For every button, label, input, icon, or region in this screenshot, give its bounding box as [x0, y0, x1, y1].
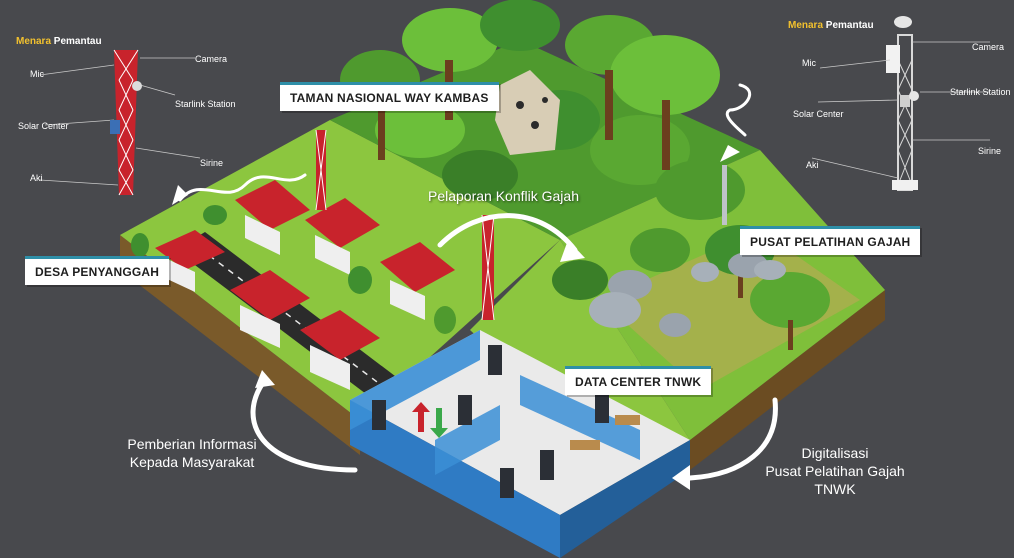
village-road: [175, 232, 420, 412]
right-label-mic: Mic: [802, 58, 816, 68]
right-tower-title: Menara Pemantau: [788, 20, 874, 31]
house: [230, 270, 310, 348]
tag-pusat-pelatihan: PUSAT PELATIHAN GAJAH: [740, 226, 921, 255]
tag-data-center: DATA CENTER TNWK: [565, 366, 712, 395]
forest-trees: [340, 0, 745, 220]
left-caption-line2: Kepada Masyarakat: [129, 454, 255, 470]
right-caption-line3: TNWK: [814, 481, 856, 497]
tag-desa-penyanggah: DESA PENYANGGAH: [25, 256, 170, 285]
arrow-left-up: [250, 377, 358, 473]
signal-squiggle-left: [178, 173, 307, 202]
house: [155, 230, 225, 292]
left-label-starlink: Starlink Station: [175, 99, 236, 109]
signal-squiggle-right: [725, 83, 752, 137]
left-tower-diagram: [39, 49, 201, 196]
right-tower-title-part1: Menara: [788, 20, 824, 31]
right-caption-line1: Digitalisasi: [801, 445, 869, 461]
left-label-aki: Aki: [30, 173, 43, 183]
arrow-conflict: [437, 213, 578, 253]
right-label-sirine: Sirine: [978, 146, 1002, 156]
left-label-mic: Mic: [30, 69, 44, 79]
house: [305, 198, 380, 275]
right-label-camera: Camera: [972, 42, 1005, 52]
left-tower-title: Menara Pemantau: [16, 36, 102, 47]
scene-tower-right: [722, 165, 727, 225]
village-houses: [131, 180, 456, 390]
house: [300, 310, 380, 390]
right-label-starlink: Starlink Station: [950, 87, 1011, 97]
flow-arrows: [178, 83, 778, 481]
elephants: [589, 252, 786, 337]
data-center-building: [350, 330, 690, 558]
left-label-camera: Camera: [195, 54, 228, 64]
scene-tower-center: [481, 214, 495, 321]
arrow-heads: [172, 145, 740, 490]
left-caption: Pemberian Informasi Kepada Masyarakat: [112, 435, 272, 471]
house: [380, 242, 455, 320]
left-label-solar: Solar Center: [18, 121, 69, 131]
right-caption: Digitalisasi Pusat Pelatihan Gajah TNWK: [755, 444, 915, 498]
tag-taman-nasional: TAMAN NASIONAL WAY KAMBAS: [280, 82, 499, 111]
left-tower-title-part2: Pemantau: [53, 36, 102, 47]
left-caption-line1: Pemberian Informasi: [127, 436, 257, 452]
left-label-sirine: Sirine: [200, 158, 224, 168]
right-tower-diagram: [811, 16, 990, 191]
right-caption-line2: Pusat Pelatihan Gajah: [765, 463, 905, 479]
right-label-aki: Aki: [806, 160, 819, 170]
arrow-right-left: [687, 397, 778, 481]
conflict-report-label: Pelaporan Konflik Gajah: [428, 188, 579, 204]
right-tower-title-part2: Pemantau: [825, 20, 874, 31]
scene-tower-left: [315, 129, 327, 211]
right-label-solar: Solar Center: [793, 109, 844, 119]
house: [235, 180, 310, 255]
left-tower-title-part1: Menara: [16, 36, 52, 47]
